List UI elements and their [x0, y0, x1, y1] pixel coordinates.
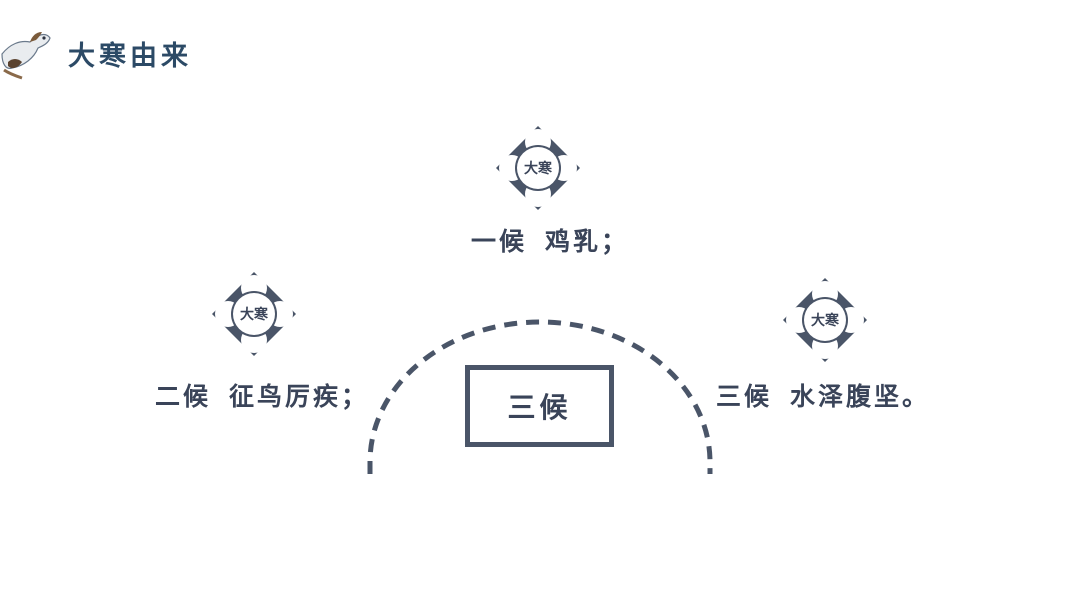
badge-right: 大寒 [782, 277, 868, 363]
center-box: 三候 [465, 365, 614, 447]
phase-three-prefix: 三候 [716, 382, 772, 411]
badge-right-label: 大寒 [782, 277, 868, 363]
phase-two: 二候征鸟厉疾； [155, 377, 369, 413]
phase-two-text: 征鸟厉疾； [229, 382, 369, 411]
phase-three: 三候水泽腹坚。 [716, 377, 930, 413]
page-title: 大寒由来 [68, 34, 192, 73]
badge-top: 大寒 [495, 125, 581, 211]
badge-left-label: 大寒 [211, 271, 297, 357]
phase-three-text: 水泽腹坚。 [790, 382, 930, 411]
phase-one: 一候鸡乳； [471, 222, 629, 258]
dog-illustration-logo [0, 14, 56, 80]
badge-top-label: 大寒 [495, 125, 581, 211]
phase-one-text: 鸡乳； [545, 227, 629, 256]
phase-one-prefix: 一候 [471, 227, 527, 256]
phase-two-prefix: 二候 [155, 382, 211, 411]
badge-left: 大寒 [211, 271, 297, 357]
